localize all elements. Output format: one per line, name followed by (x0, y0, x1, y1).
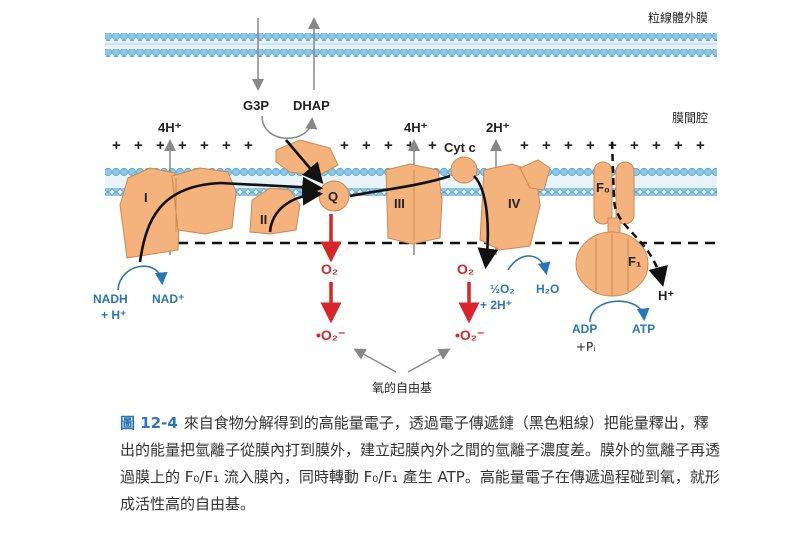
electron-path (138, 139, 499, 270)
svg-text:I: I (144, 190, 148, 205)
pi-label: +Pᵢ (576, 340, 595, 354)
svg-text:+: + (428, 137, 437, 154)
svg-text:III: III (394, 196, 405, 211)
svg-text:+: + (362, 137, 371, 154)
ubiquinone-q: Q (318, 180, 350, 212)
half-o2-label: ½O₂ (490, 282, 515, 296)
radical-pointer-left (353, 348, 397, 373)
adp-label: ADP (572, 322, 597, 336)
nad-label: NAD⁺ (152, 292, 184, 306)
radical-pointer-right (407, 348, 451, 373)
nadh-label: NADH (93, 292, 128, 306)
h-out-label: H⁺ (658, 288, 674, 303)
svg-text:+: + (586, 137, 595, 154)
o2-a-label: O₂ (321, 261, 338, 277)
svg-text:+: + (222, 137, 231, 154)
svg-text:+: + (112, 137, 121, 154)
svg-text:+: + (542, 137, 551, 154)
svg-text:+: + (384, 137, 393, 154)
f1-label: F₁ (628, 254, 641, 269)
svg-text:+: + (674, 137, 683, 154)
cytochrome-c: Cyt c (444, 140, 478, 184)
h-pump-4-label: 2H⁺ (486, 120, 510, 135)
complex-4: IV (479, 159, 551, 251)
dhap-label: DHAP (293, 98, 330, 113)
svg-text:+: + (156, 137, 165, 154)
svg-text:+: + (630, 137, 639, 154)
complex-1: I (119, 167, 237, 259)
nadh-loop-arrow (117, 265, 168, 291)
svg-text:+: + (200, 137, 209, 154)
svg-text:IV: IV (508, 196, 521, 211)
shuttle-loop-arrow (261, 115, 318, 139)
plus-row: + + + + + + + + + + + + + + + + + + + + … (112, 137, 705, 154)
plus-2h-label: + 2H⁺ (480, 298, 512, 312)
complex-3: III (385, 163, 443, 245)
svg-text:+: + (340, 137, 349, 154)
svg-text:+: + (564, 137, 573, 154)
water-arrow (507, 255, 551, 276)
h-pump-3-label: 4H⁺ (404, 120, 428, 135)
svg-text:+: + (244, 137, 253, 154)
o2-b-label: O₂ (457, 261, 474, 277)
complex-2: II (249, 187, 301, 235)
atp-synthase: F₀ F₁ (575, 161, 649, 297)
h-flow-arrow (610, 141, 668, 287)
svg-text:+: + (652, 137, 661, 154)
nadh-h-label: + H⁺ (101, 308, 126, 322)
etc-diagram: + + + + + + + + + + + + + + + + + + + + … (93, 10, 717, 395)
svg-text:+: + (178, 137, 187, 154)
radical-label: 氧的自由基 (372, 380, 432, 395)
svg-text:II: II (260, 212, 267, 227)
svg-text:Q: Q (328, 189, 338, 204)
atp-label: ATP (632, 322, 655, 336)
svg-text:+: + (134, 137, 143, 154)
cytc-label: Cyt c (444, 140, 476, 155)
atp-arrow (589, 300, 650, 323)
svg-text:+: + (520, 137, 529, 154)
h-pump-1-label: 4H⁺ (158, 120, 182, 135)
f0-label: F₀ (596, 180, 610, 195)
figure-number: 圖 12-4 (120, 414, 178, 432)
radical-b-label: •O₂⁻ (455, 327, 484, 343)
radical-a-label: •O₂⁻ (316, 327, 345, 343)
h2o-label: H₂O (536, 282, 559, 296)
g3p-label: G3P (243, 98, 269, 113)
svg-text:+: + (696, 137, 705, 154)
intermembrane-label: 膜間腔 (672, 110, 708, 125)
caption-text: 來自食物分解得到的高能量電子，透過電子傳遞鏈（黑色粗線）把能量釋出，釋出的能量把… (120, 414, 721, 513)
outer-membrane-label: 粒線體外膜 (648, 10, 708, 25)
outer-membrane (105, 33, 717, 57)
